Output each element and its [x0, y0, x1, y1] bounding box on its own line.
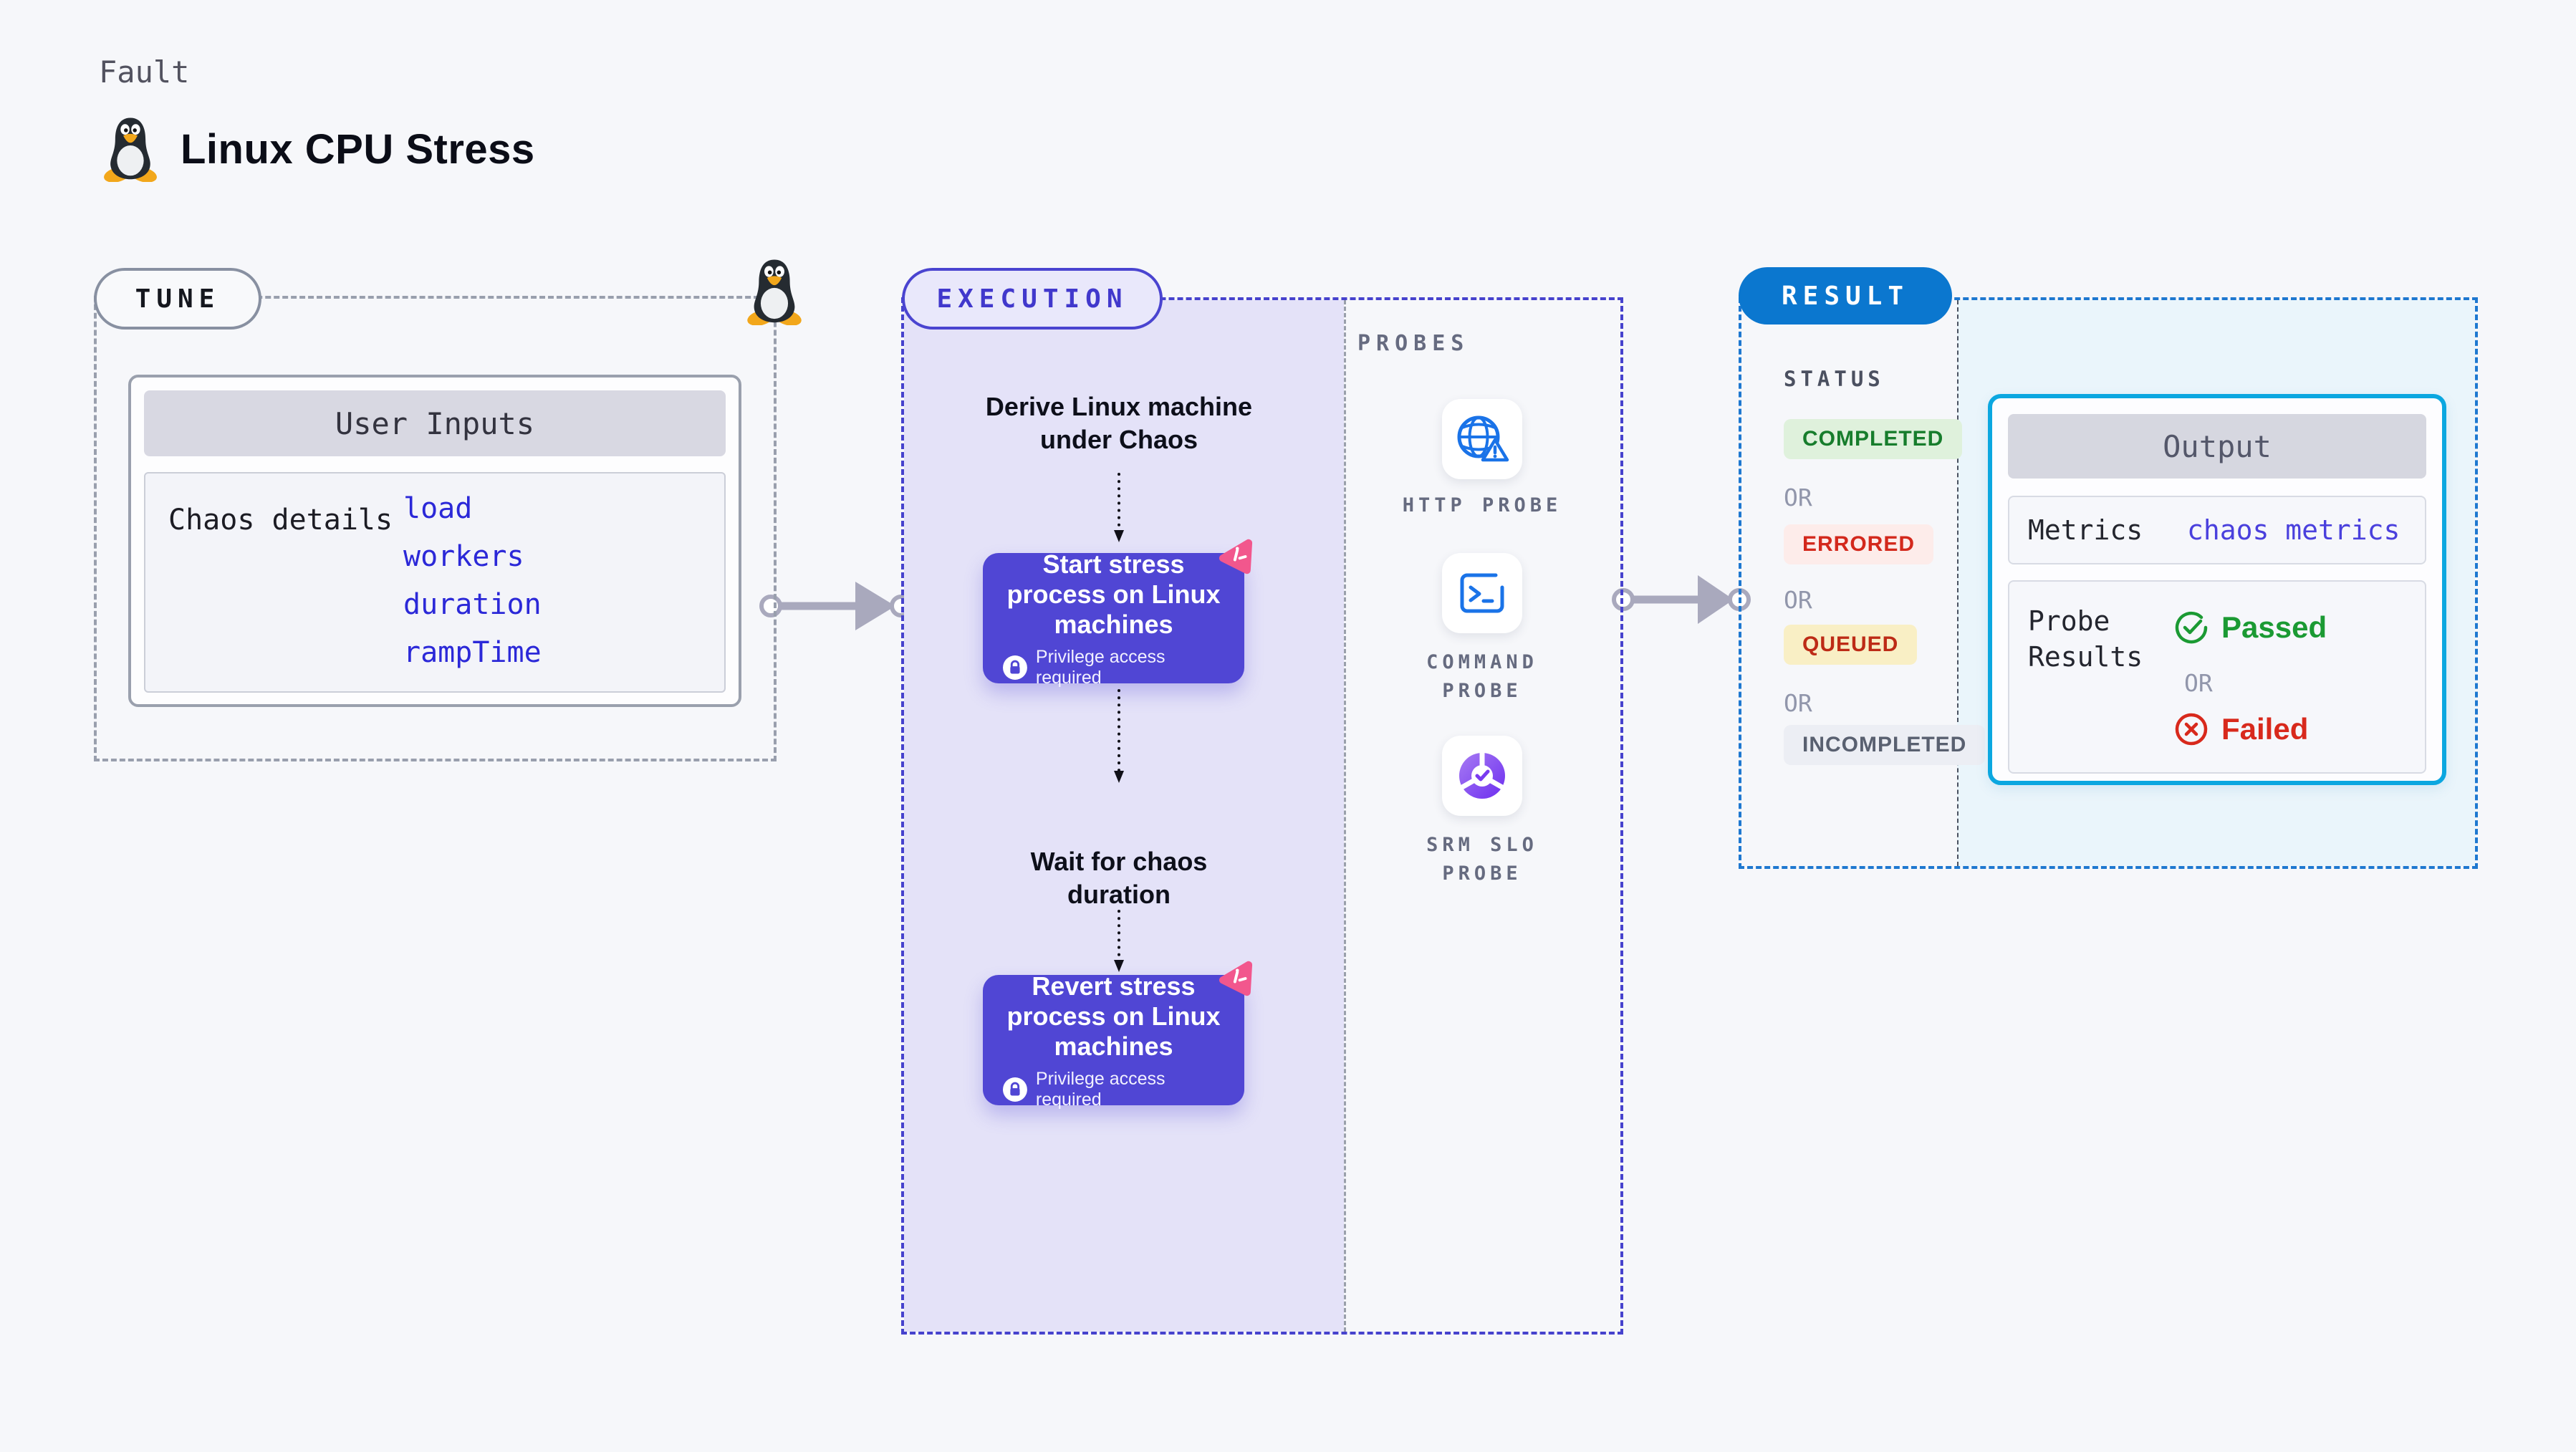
chaos-experiment-icon: [1219, 539, 1253, 574]
page-title-row: Linux CPU Stress: [102, 116, 535, 182]
privilege-note: Privilege access required: [1035, 647, 1166, 688]
param-duration: duration: [403, 588, 542, 621]
passed-label: Passed: [2221, 610, 2327, 644]
tune-section-box: [94, 296, 777, 761]
x-circle-icon: [2175, 713, 2208, 746]
execution-section-box: [901, 297, 1623, 1335]
param-rampTime: rampTime: [403, 636, 542, 669]
probe-results-row: Probe Results Passed OR Failed: [2008, 580, 2426, 774]
terminal-icon: [1460, 573, 1504, 613]
status-label: STATUS: [1784, 367, 1885, 391]
lock-icon: [1003, 655, 1027, 680]
page-title: Linux CPU Stress: [181, 125, 535, 173]
http-probe-card: [1442, 399, 1522, 479]
start-stress-step-box: Start stress process on Linux machines P…: [983, 549, 1244, 688]
failed-label: Failed: [2221, 712, 2309, 746]
start-stress-label: Start stress process on Linux machines: [1006, 549, 1221, 639]
param-workers: workers: [403, 540, 524, 573]
srm-slo-probe-card: [1442, 736, 1522, 816]
linux-tux-icon: [104, 117, 157, 182]
chaos-experiment-icon: [1219, 961, 1253, 996]
probes-subsection: [1344, 300, 1620, 1332]
wait-step-text: Wait for chaos duration: [1030, 847, 1208, 909]
metrics-value: chaos metrics: [2187, 514, 2400, 546]
privilege-row: Privilege access required: [1003, 647, 1224, 688]
failed-result: Failed: [2174, 712, 2308, 746]
fault-kind-label: Fault: [99, 54, 190, 90]
dotted-arrow-icon: [1114, 689, 1124, 783]
connector-arrow-execution-result: [1612, 575, 1751, 624]
connector-arrow-tune-execution: [759, 582, 913, 630]
passed-result: Passed: [2174, 610, 2327, 645]
status-badge-errored: ERRORED: [1784, 524, 1934, 564]
metrics-label: Metrics: [2028, 514, 2143, 546]
metrics-row: Metrics chaos metrics: [2008, 496, 2426, 564]
param-load: load: [403, 492, 473, 525]
check-circle-icon: [2175, 611, 2208, 644]
execution-badge: EXECUTION: [902, 268, 1163, 330]
http-probe-label: HTTP PROBE: [1402, 494, 1562, 516]
privilege-row: Privilege access required: [1003, 1069, 1224, 1110]
or-separator: OR: [1784, 586, 1812, 614]
chaos-details-label: Chaos details: [168, 504, 393, 537]
status-badge-completed: COMPLETED: [1784, 419, 1963, 459]
or-separator: OR: [1784, 689, 1812, 717]
probes-label: PROBES: [1357, 331, 1470, 356]
user-inputs-title: User Inputs: [144, 390, 726, 456]
privilege-note: Privilege access required: [1035, 1069, 1166, 1110]
tune-badge: TUNE: [94, 268, 261, 330]
revert-stress-step-box: Revert stress process on Linux machines …: [983, 971, 1244, 1110]
command-probe-card: [1442, 553, 1522, 633]
probe-results-label: Probe Results: [2028, 605, 2143, 673]
revert-stress-label: Revert stress process on Linux machines: [1006, 971, 1221, 1061]
param-list: load workers duration rampTime: [403, 485, 542, 677]
result-badge: RESULT: [1739, 267, 1952, 324]
or-separator: OR: [1784, 484, 1812, 511]
user-inputs-card: User Inputs Chaos details load workers d…: [128, 375, 741, 707]
derive-step-text: Derive Linux machine under Chaos: [985, 392, 1253, 454]
output-card: Output Metrics chaos metrics Probe Resul…: [1988, 394, 2446, 785]
dotted-arrow-icon: [1114, 473, 1124, 542]
linux-tux-corner-icon: [747, 259, 802, 325]
dotted-arrow-icon: [1114, 910, 1124, 972]
srm-slo-probe-label: SRM SLO PROBE: [1426, 834, 1538, 885]
output-title: Output: [2008, 414, 2426, 479]
command-probe-label: COMMAND PROBE: [1426, 651, 1538, 702]
lock-icon: [1003, 1077, 1027, 1102]
status-badge-queued: QUEUED: [1784, 625, 1918, 665]
chaos-details-row: Chaos details load workers duration ramp…: [144, 472, 726, 693]
slo-donut-icon: [1459, 751, 1505, 799]
or-separator: OR: [2184, 669, 2213, 697]
execution-flow-background: [904, 300, 1344, 1332]
status-badge-incompleted: INCOMPLETED: [1784, 725, 1986, 765]
globe-alert-icon: [1457, 415, 1509, 462]
